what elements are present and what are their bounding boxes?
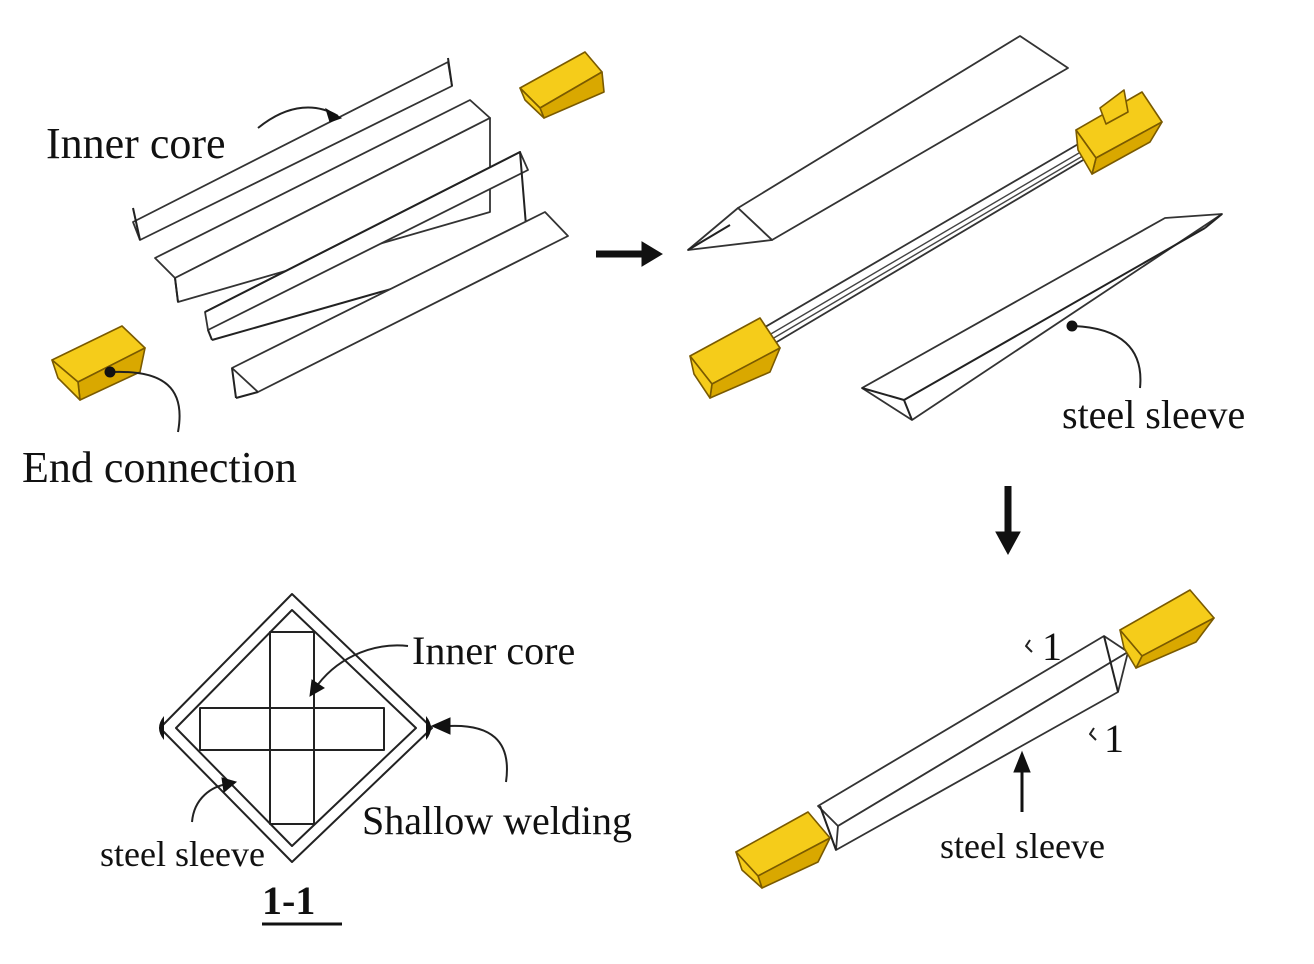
steel-sleeve-label-section: steel sleeve xyxy=(100,834,265,874)
end-connection-pointer-dot xyxy=(104,366,116,378)
steel-sleeve-pointer-bottom-head xyxy=(1013,750,1031,773)
angle-plate-1 xyxy=(132,57,453,241)
shallow-weld-right xyxy=(426,716,431,740)
steel-sleeve-pointer-top-dot xyxy=(1066,320,1078,332)
step-arrow-right xyxy=(596,241,663,267)
end-connection-core-bottom xyxy=(689,317,781,399)
steel-sleeve-pointer-top xyxy=(1073,325,1142,389)
section-title: 1-1 xyxy=(262,878,315,923)
end-connection-pointer xyxy=(111,370,181,433)
inner-core-pointer-section-head xyxy=(309,679,325,697)
svg-text:1: 1 xyxy=(1104,716,1124,761)
sleeve-half-upper xyxy=(687,35,1069,251)
cross-section-1-1 xyxy=(159,593,433,863)
end-connection-top-left xyxy=(519,51,605,119)
shallow-welding-label: Shallow welding xyxy=(362,798,632,843)
inner-core-pointer-section xyxy=(313,644,409,691)
steel-sleeve-label-top: steel sleeve xyxy=(1062,392,1245,437)
inner-core-label-section: Inner core xyxy=(412,628,575,673)
end-connection-bottom-left xyxy=(51,325,146,401)
shallow-welding-pointer xyxy=(447,724,508,783)
inner-core-angle-plates xyxy=(132,57,569,399)
end-connection-assembled-left xyxy=(735,811,831,889)
shallow-welding-pointer-head xyxy=(430,717,451,735)
section-mark-a: 1 xyxy=(1025,624,1062,669)
angle-plate-2 xyxy=(154,99,491,303)
sleeve-outer xyxy=(159,593,433,863)
steel-sleeve-pointer-section-head xyxy=(221,777,238,793)
step-arrow-down xyxy=(995,486,1021,556)
steel-sleeve-pointer-section xyxy=(191,783,229,823)
inner-core-label-top: Inner core xyxy=(46,119,226,168)
assembled-brace xyxy=(817,635,1129,851)
end-connection-core-top xyxy=(1075,89,1163,175)
svg-text:1: 1 xyxy=(1042,624,1062,669)
shallow-weld-left xyxy=(159,716,164,740)
end-connection-assembled-right xyxy=(1119,589,1215,669)
sleeve-half-lower xyxy=(861,213,1223,421)
angle-plate-4 xyxy=(231,211,569,399)
end-connection-label: End connection xyxy=(22,443,297,492)
section-mark-b: 1 xyxy=(1089,716,1124,761)
inner-core-pointer-head xyxy=(325,107,343,123)
steel-sleeve-label-bottom: steel sleeve xyxy=(940,826,1105,866)
sleeve-inner xyxy=(175,609,417,847)
